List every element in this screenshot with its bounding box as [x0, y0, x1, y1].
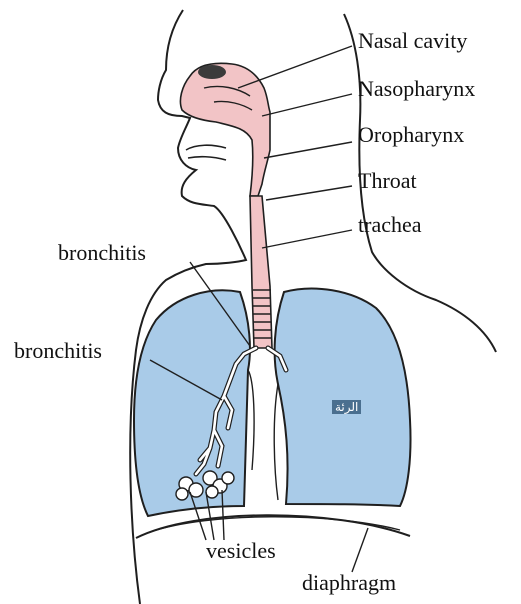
- label-nasopharynx: Nasopharynx: [358, 78, 475, 100]
- nostril-shape: [198, 65, 226, 79]
- mouth-outline: [186, 145, 226, 160]
- trachea-shape: [250, 196, 272, 348]
- label-oropharynx: Oropharynx: [358, 124, 464, 146]
- label-bronchitis-lower: bronchitis: [14, 340, 102, 362]
- label-bronchitis-upper: bronchitis: [58, 242, 146, 264]
- heart-gap-outline: [248, 370, 278, 500]
- label-diaphragm: diaphragm: [302, 572, 396, 594]
- label-nasal-cavity: Nasal cavity: [358, 30, 467, 52]
- label-trachea: trachea: [358, 214, 422, 236]
- label-vesicles: vesicles: [206, 540, 276, 562]
- label-throat: Throat: [358, 170, 417, 192]
- label-lung-tag: الرئة: [332, 400, 361, 414]
- right-lung: [275, 289, 411, 506]
- diaphragm-shape: [136, 515, 410, 538]
- nasal-cavity-shape: [180, 63, 270, 196]
